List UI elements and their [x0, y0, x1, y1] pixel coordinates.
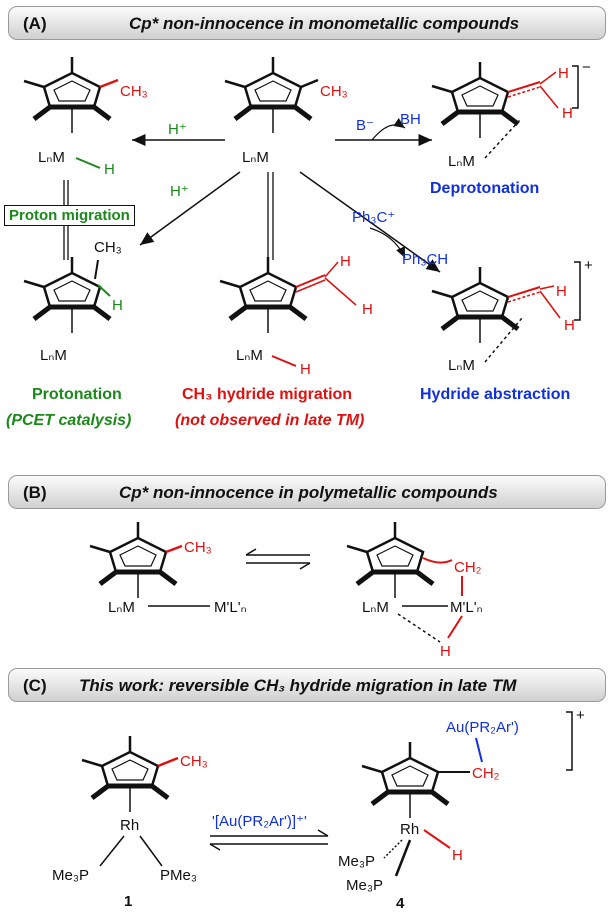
trityl: Ph₃C⁺: [352, 209, 395, 226]
b-lnm-right: LₙM: [362, 599, 389, 616]
b-mprime-left: M'L'ₙ: [214, 599, 247, 616]
c1-rh: Rh: [120, 817, 139, 834]
panel-a-title: Cp* non-innocence in monometallic compou…: [129, 14, 520, 33]
deprotonation-label: Deprotonation: [430, 180, 540, 197]
cp-right-top: [432, 62, 518, 138]
b-ch3: CH₃: [184, 539, 212, 556]
center-ch3: CH₃: [320, 83, 348, 100]
deprot-lnm: LₙM: [448, 153, 475, 170]
cp-b-right: [347, 522, 433, 598]
proton-migration-box: Proton migration: [4, 205, 135, 226]
not-observed-label: (not observed in late TM): [175, 412, 365, 429]
hm-h2: H: [362, 301, 373, 318]
c4-au: Au(PR₂Ar'): [446, 719, 519, 736]
ha-charge: +: [584, 257, 593, 274]
ha-h2: H: [564, 317, 575, 334]
banner-b: (B) Cp* non-innocence in polymetallic co…: [8, 475, 606, 509]
arrow-to-abstraction: [299, 171, 441, 273]
hm-lnm: LₙM: [236, 347, 263, 364]
panel-a-label: (A): [23, 14, 47, 33]
hydride-abstraction-label: Hydride abstraction: [420, 386, 571, 403]
cp-hydride-migr: [220, 257, 306, 333]
protonation-label: Protonation: [32, 386, 122, 403]
cp-left-top: [24, 57, 110, 133]
b-mprime-right: M'L'ₙ: [450, 599, 483, 616]
b-ch2: CH₂: [454, 559, 482, 576]
panel-c-label: (C): [23, 676, 47, 695]
panel-b-label: (B): [23, 483, 47, 502]
hm-h3: H: [300, 361, 311, 378]
cp-center: [225, 57, 311, 133]
c1-ch3: CH₃: [180, 753, 208, 770]
arrow-to-protonation: [139, 171, 241, 246]
compound-4-label: 4: [396, 895, 405, 912]
cp-compound-4: [362, 742, 448, 818]
ha-h1: H: [556, 283, 567, 300]
c-reagent: '[Au(PR₂Ar')]⁺': [212, 813, 307, 830]
ha-lnm: LₙM: [448, 357, 475, 374]
c4-rh: Rh: [400, 821, 419, 838]
cp-abstraction: [432, 267, 518, 343]
panel-b-title: Cp* non-innocence in polymetallic compou…: [119, 483, 498, 502]
c4-h: H: [452, 847, 463, 864]
c1-pme3: PMe₃: [160, 867, 197, 884]
banner-c: (C) This work: reversible CH₃ hydride mi…: [8, 668, 606, 702]
trityl-h: Ph₃CH: [402, 251, 448, 268]
center-lnm: LₙM: [242, 149, 269, 166]
base: B⁻: [356, 117, 374, 134]
bh: BH: [400, 111, 421, 128]
c4-ch2: CH₂: [472, 765, 500, 782]
hplus-2: H⁺: [170, 183, 189, 200]
left-lnm: LₙM: [38, 149, 65, 166]
c1-me3p: Me₃P: [52, 867, 89, 884]
b-lnm-left: LₙM: [108, 599, 135, 616]
panel-c-title: This work: reversible CH₃ hydride migrat…: [79, 676, 517, 695]
c4-charge: +: [576, 707, 585, 724]
banner-a: (A) Cp* non-innocence in monometallic co…: [8, 6, 606, 40]
prot-lnm: LₙM: [40, 347, 67, 364]
prot-ch3: CH₃: [94, 239, 122, 256]
pcet-label: (PCET catalysis): [6, 412, 132, 429]
deprot-h1: H: [558, 65, 569, 82]
compound-1-label: 1: [124, 893, 132, 910]
deprot-charge: −: [582, 59, 591, 76]
deprot-h2: H: [562, 105, 573, 122]
left-h: H: [104, 161, 115, 178]
prot-h: H: [112, 297, 123, 314]
hm-h1: H: [340, 253, 351, 270]
b-h: H: [440, 643, 451, 660]
c4-me3p-2: Me₃P: [346, 877, 383, 894]
left-ch3: CH₃: [120, 83, 148, 100]
hplus-1: H⁺: [168, 121, 187, 138]
cp-compound-1: [82, 736, 168, 812]
c4-me3p-1: Me₃P: [338, 853, 375, 870]
cp-b-left: [90, 522, 176, 598]
hydride-migration-label: CH₃ hydride migration: [182, 386, 353, 403]
